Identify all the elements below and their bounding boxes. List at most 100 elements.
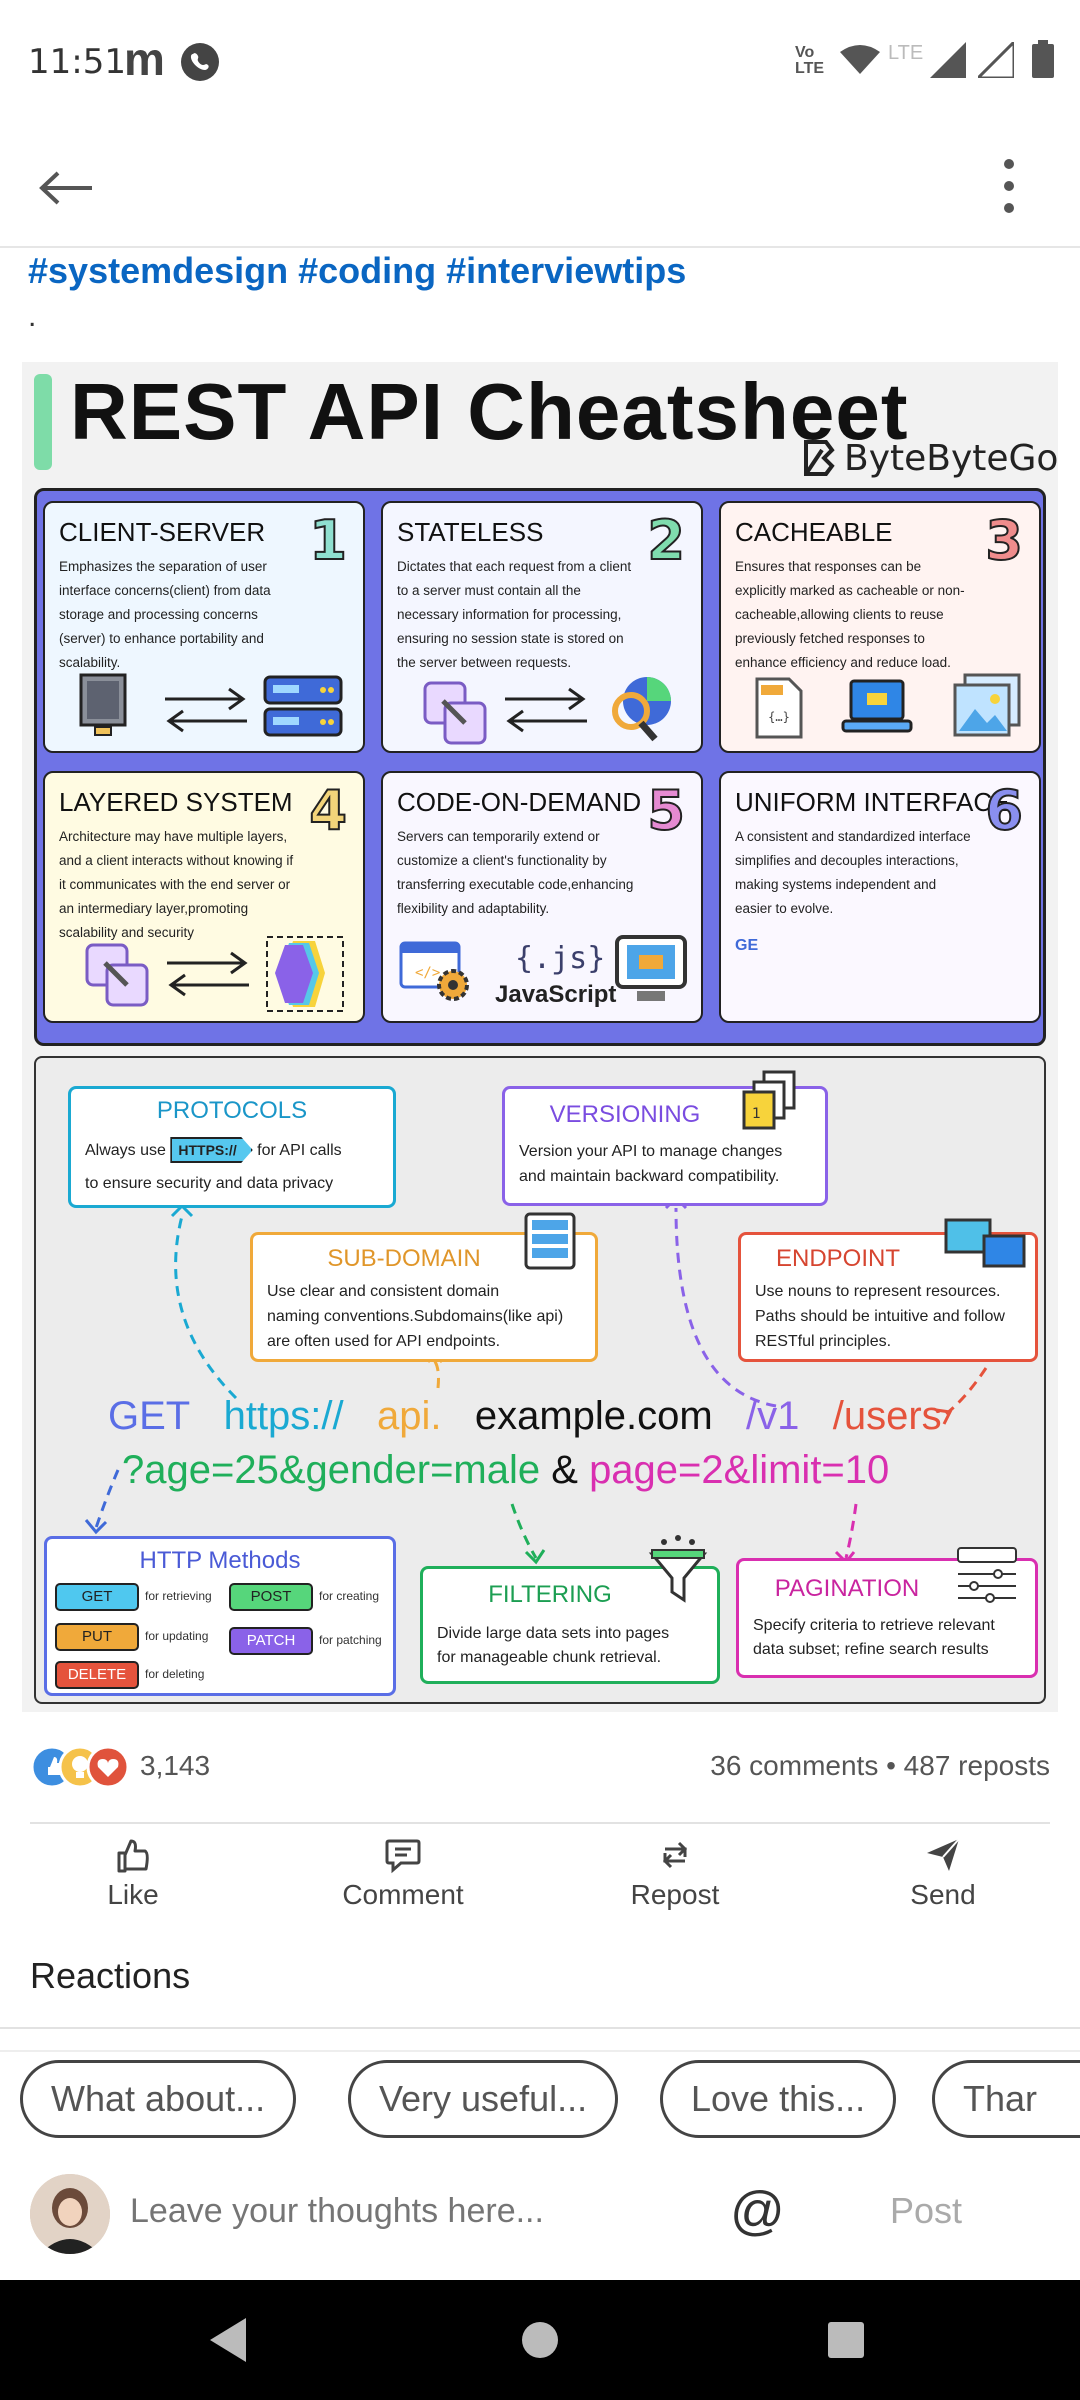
method-get-badge: GET: [55, 1583, 139, 1611]
card-uniform-interface: UNIFORM INTERFACE 6 A consistent and sta…: [719, 771, 1041, 1023]
card-number: 4: [308, 778, 348, 843]
subdomain-line2: naming conventions.Subdomains(like api): [267, 1308, 564, 1325]
divider: [0, 2027, 1080, 2029]
versioning-box: VERSIONING Version your API to manage ch…: [502, 1086, 828, 1206]
filtering-box: FILTERING Divide large data sets into pa…: [420, 1566, 720, 1684]
card-title: UNIFORM INTERFACE: [735, 787, 1010, 817]
pagination-box: PAGINATION Specify criteria to retrieve …: [736, 1558, 1038, 1678]
divider: [30, 1822, 1050, 1824]
url-line-1: GET https:// api. example.com /v1 /users: [108, 1394, 942, 1439]
filtering-line2: for manageable chunk retrieval.: [437, 1649, 662, 1666]
card-title: CACHEABLE: [735, 517, 893, 547]
url-subdomain: api.: [376, 1394, 442, 1438]
bytebytego-logo-icon: [804, 440, 835, 476]
lte-icon: LTE: [888, 42, 924, 64]
json-file-icon: {…}: [755, 677, 803, 739]
status-time: 11:51: [28, 42, 126, 82]
layers-icon: [266, 936, 344, 1012]
url-version: /v1: [746, 1394, 800, 1438]
signal-icon: [930, 42, 966, 78]
subdomain-line1: Use clear and consistent domain: [267, 1283, 500, 1300]
card-number: 5: [646, 778, 686, 843]
method-get-note: for retrieving: [145, 1589, 212, 1603]
method-post-badge: POST: [229, 1583, 313, 1611]
protocols-title: PROTOCOLS: [156, 1097, 308, 1124]
http-methods-box: HTTP Methods GET for retrieving POST for…: [44, 1536, 396, 1696]
system-navigation-bar: [0, 2280, 1080, 2400]
suggestion-chip[interactable]: Thar: [932, 2060, 1080, 2138]
card-stateless: STATELESS 2 Dictates that each request f…: [381, 501, 703, 753]
card-number: 2: [646, 508, 686, 573]
exchange-arrows-icon: [165, 687, 247, 733]
pagination-line2: data subset; refine search results: [753, 1641, 989, 1658]
card-text: Dictates that each request from a client…: [397, 559, 632, 670]
mention-button[interactable]: @: [730, 2181, 785, 2241]
avatar[interactable]: [30, 2174, 110, 2254]
more-options-icon[interactable]: [996, 154, 1022, 218]
http-methods-title: HTTP Methods: [139, 1547, 301, 1574]
endpoint-line1: Use nouns to represent resources.: [755, 1283, 1001, 1300]
https-arrow-badge: HTTPS://: [170, 1137, 253, 1163]
reaction-icons[interactable]: [30, 1745, 130, 1789]
title-accent-bar: [34, 374, 52, 470]
method-patch-note: for patching: [319, 1633, 382, 1647]
app-notification-icon: m: [124, 33, 165, 85]
reactions-heading[interactable]: Reactions: [30, 1955, 191, 1996]
suggestion-chip[interactable]: Love this...: [660, 2060, 897, 2138]
suggestion-chip[interactable]: What about...: [20, 2060, 297, 2138]
like-button[interactable]: Like: [58, 1835, 208, 1911]
protocols-line2: to ensure security and data privacy: [85, 1175, 334, 1192]
version-files-icon: 1: [742, 1070, 796, 1130]
card-code-on-demand: CODE-ON-DEMAND 5 Servers can temporarily…: [381, 771, 703, 1023]
svg-text:{…}: {…}: [768, 710, 790, 724]
card-text: Ensures that responses can be explicitly…: [735, 559, 965, 670]
ge-label: GE: [735, 937, 759, 954]
card-layered-system: LAYERED SYSTEM 4 Architecture may have m…: [43, 771, 365, 1023]
send-button[interactable]: Send: [868, 1835, 1018, 1911]
method-delete-note: for deleting: [145, 1667, 205, 1681]
comments-reposts-count[interactable]: 36 comments • 487 reposts: [710, 1750, 1050, 1781]
endpoint-line3: RESTful principles.: [755, 1333, 892, 1350]
post-button[interactable]: Post: [890, 2190, 963, 2231]
send-icon: [927, 1838, 960, 1871]
reaction-count[interactable]: 3,143: [140, 1750, 211, 1781]
server-icon: [263, 675, 343, 737]
pagination-line1: Specify criteria to retrieve relevant: [753, 1617, 995, 1634]
back-nav-icon[interactable]: [206, 2316, 250, 2364]
user-avatar-icon: [30, 2174, 110, 2254]
endpoint-title: ENDPOINT: [775, 1245, 900, 1272]
url-line-2: ?age=25&gender=male & page=2&limit=10: [122, 1448, 889, 1493]
url-page-query: page=2&limit=10: [589, 1448, 890, 1492]
versioning-text: Version your API to manage changes and m…: [519, 1143, 783, 1185]
exchange-arrows-icon: [167, 951, 249, 997]
method-patch-badge: PATCH: [229, 1627, 313, 1655]
domain-list-icon: [524, 1212, 576, 1270]
comment-composer: @ Post: [0, 2150, 1080, 2278]
brand-name: ByteByteGo: [844, 438, 1058, 479]
comment-button[interactable]: Comment: [328, 1835, 478, 1911]
card-number: 1: [308, 508, 348, 573]
protocols-box: PROTOCOLS Always use HTTPS:// for API ca…: [68, 1086, 396, 1208]
back-arrow-icon[interactable]: [38, 170, 94, 206]
svg-text:</>: </>: [415, 965, 440, 981]
card-title: CLIENT-SERVER: [59, 517, 266, 547]
url-scheme: https://: [223, 1394, 344, 1438]
suggestion-chip[interactable]: Very useful...: [348, 2060, 619, 2138]
card-client-server: CLIENT-SERVER 1 Emphasizes the separatio…: [43, 501, 365, 753]
comment-input[interactable]: [130, 2192, 690, 2231]
suggested-replies: What about... Very useful... Love this..…: [0, 2050, 1080, 2140]
subdomain-title: SUB-DOMAIN: [327, 1245, 481, 1272]
home-nav-icon[interactable]: [520, 2320, 560, 2360]
protocols-text-before: Always use: [85, 1142, 166, 1159]
wifi-icon: [840, 45, 880, 74]
repost-button[interactable]: Repost: [600, 1835, 750, 1911]
post-image-infographic[interactable]: REST API Cheatsheet ByteByteGo CLIENT-SE…: [22, 362, 1058, 1712]
post-hashtags[interactable]: #systemdesign #coding #interviewtips: [28, 250, 687, 291]
recents-nav-icon[interactable]: [826, 2320, 866, 2360]
pagination-title: PAGINATION: [774, 1575, 920, 1602]
link-chain-icon: [423, 681, 487, 745]
filtering-line1: Divide large data sets into pages: [437, 1625, 670, 1642]
card-text: Emphasizes the separation of user interf…: [59, 559, 271, 670]
url-filter-query: ?age=25&gender=male: [122, 1448, 541, 1492]
